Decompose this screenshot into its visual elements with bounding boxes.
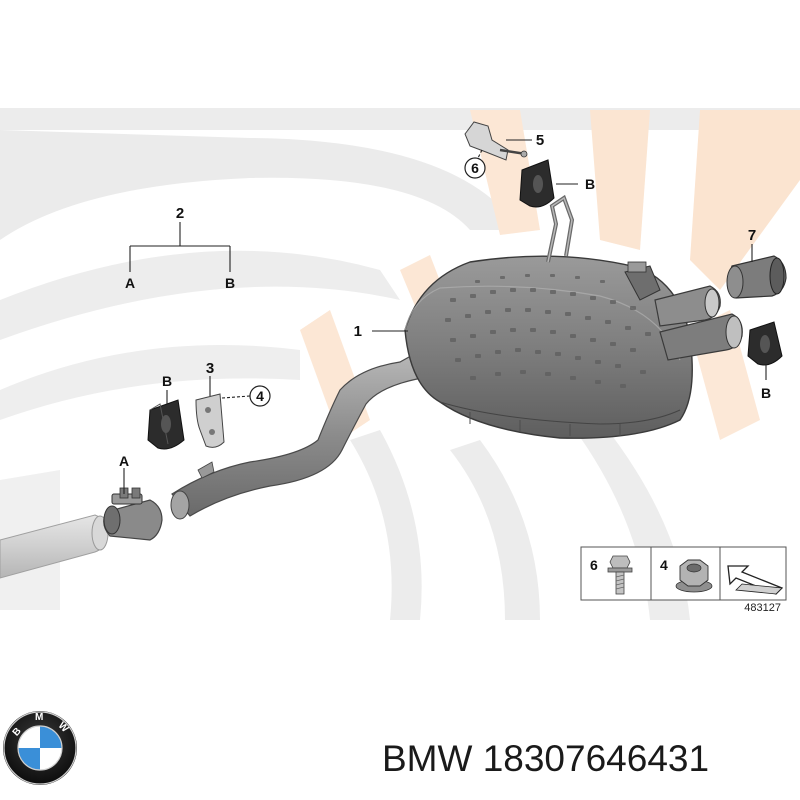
diagram-code: 483127	[744, 602, 781, 614]
part-number-caption: BMW 18307646431	[382, 738, 710, 779]
bolt-icon	[607, 555, 633, 595]
callout-part-6: 6	[471, 160, 479, 176]
tailpipe-trim	[726, 255, 787, 299]
callout-part-1: 1	[354, 323, 362, 340]
callout-part-3: 3	[206, 360, 214, 377]
callout-circle-4	[249, 385, 271, 407]
callout-part-4: 4	[256, 388, 264, 404]
callout-mount-b-right: B	[761, 385, 771, 401]
connecting-pipe	[170, 351, 442, 520]
mounting-bracket	[195, 393, 225, 448]
callout-mount-b-top: B	[585, 176, 595, 192]
rubber-mount-right	[747, 321, 783, 366]
callout-part-2-b: B	[225, 275, 235, 291]
callout-part-2: 2	[176, 205, 184, 222]
hanger-bracket	[464, 121, 528, 161]
callout-part-2-a: A	[125, 275, 135, 291]
callout-labels: 2 A B 1 B 3 4 A 5 6 B 7 B	[119, 132, 771, 469]
svg-text:M: M	[35, 712, 43, 723]
rubber-mount-top	[519, 159, 555, 208]
bmw-logo: B M W	[3, 711, 77, 785]
leader-lines	[123, 139, 767, 494]
legend-nut-number: 4	[660, 557, 668, 573]
rubber-mount-left	[147, 399, 185, 450]
legend-bolt-number: 6	[590, 557, 598, 573]
rear-muffler	[404, 194, 743, 439]
callout-clamp-a: A	[119, 453, 129, 469]
callout-part-7: 7	[748, 227, 756, 244]
nut-icon	[675, 559, 713, 593]
hardware-legend: 6 4 483127	[580, 546, 787, 614]
arrow-icon	[727, 565, 784, 595]
callout-mount-b-left: B	[162, 373, 172, 389]
callout-part-5: 5	[536, 132, 544, 149]
callout-circle-6	[464, 157, 486, 179]
pipe-clamp	[103, 487, 163, 541]
